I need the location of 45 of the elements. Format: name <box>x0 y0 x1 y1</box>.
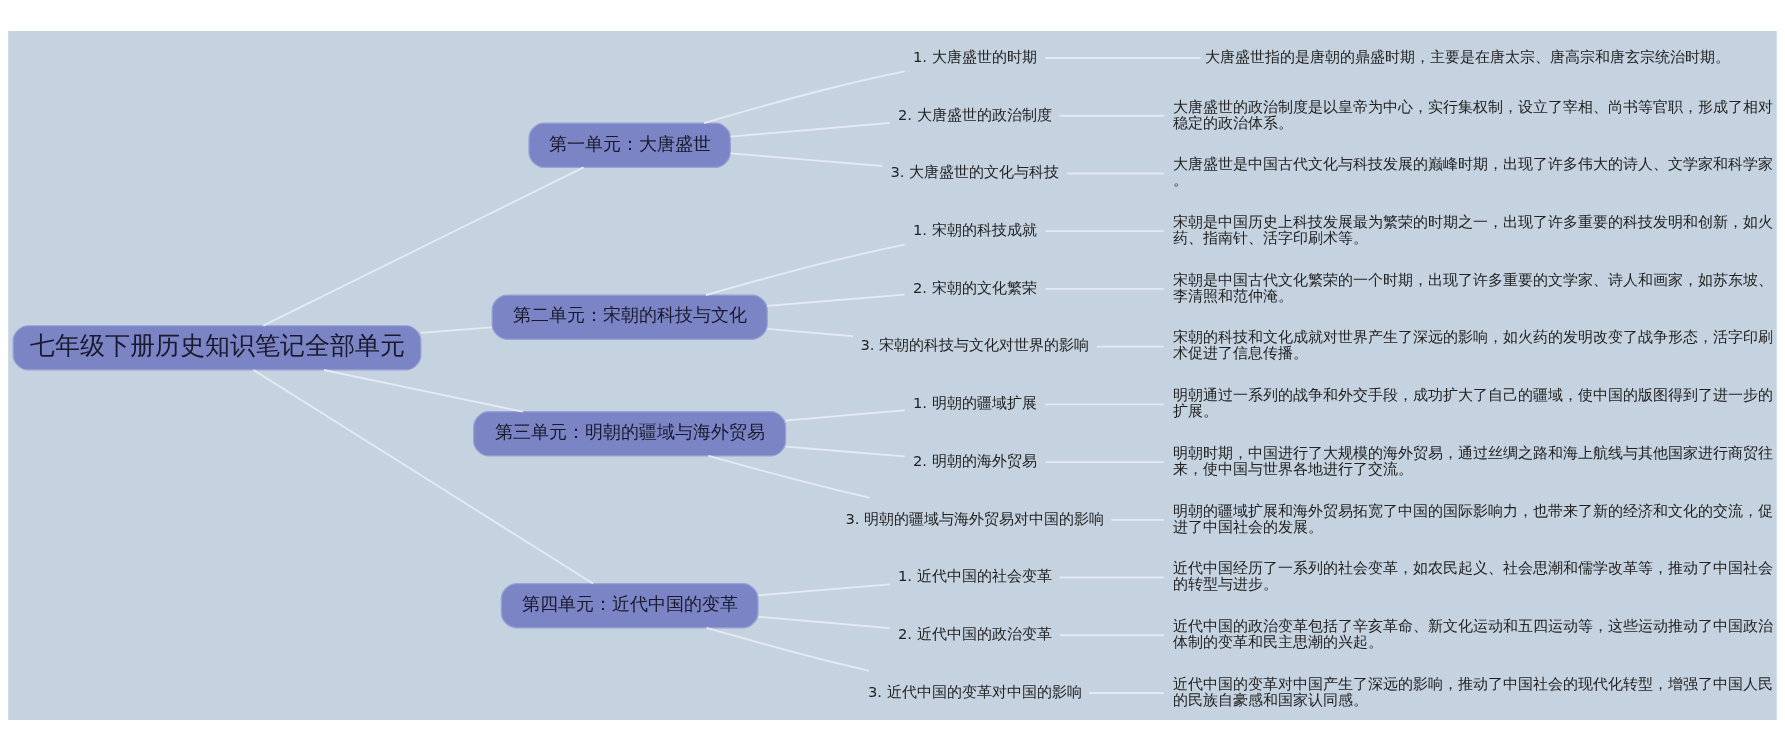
node-text: 明朝的疆域扩展和海外贸易拓宽了中国的国际影响力，也带来了新的经济和文化的交流，促进了中国社会的发展。 <box>1172 501 1773 535</box>
connector <box>757 615 891 629</box>
node-box: 第一单元：大唐盛世 <box>528 122 731 168</box>
connector <box>705 626 870 672</box>
node-text: 近代中国的变革对中国产生了深远的影响，推动了中国社会的现代化转型，增强了中国人民的民族自豪感和国家认同感。 <box>1172 674 1773 708</box>
node-text: 2. 宋朝的文化繁荣 <box>912 278 1037 296</box>
connector <box>705 243 906 296</box>
node-text: 大唐盛世是中国古代文化与科技发展的巅峰时期，出现了许多伟大的诗人、文学家和科学家。 <box>1172 154 1773 188</box>
connector <box>766 293 906 307</box>
connector <box>784 408 906 421</box>
connector <box>729 152 884 167</box>
node-text: 2. 大唐盛世的政治制度 <box>897 105 1052 123</box>
node-text: 1. 大唐盛世的时期 <box>912 47 1037 65</box>
node-text: 3. 明朝的疆域与海外贸易对中国的影响 <box>845 509 1105 527</box>
node-box: 第二单元：宋朝的科技与文化 <box>491 293 768 340</box>
connector <box>707 454 871 499</box>
connector <box>784 445 906 457</box>
connector <box>322 368 524 413</box>
connector <box>766 327 855 337</box>
node-text: 3. 宋朝的科技与文化对世界的影响 <box>860 335 1090 353</box>
node-text: 宋朝的科技和文化成就对世界产生了深远的影响，如火药的发明改变了战争形态，活字印刷术促进了信息传播。 <box>1172 327 1773 361</box>
node-text: 1. 宋朝的科技成就 <box>912 220 1037 238</box>
connector <box>757 583 891 596</box>
node-text: 宋朝是中国历史上科技发展最为繁荣的时期之一，出现了许多重要的科技发明和创新，如火药、指南针、活字印刷术等。 <box>1172 212 1773 246</box>
connector <box>703 70 906 124</box>
connector <box>262 165 585 327</box>
node-text: 1. 近代中国的社会变革 <box>897 566 1052 584</box>
connector <box>420 325 493 334</box>
node-box: 第三单元：明朝的疆域与海外贸易 <box>473 410 787 457</box>
node-text: 2. 近代中国的政治变革 <box>897 624 1052 642</box>
node-text: 明朝时期，中国进行了大规模的海外贸易，通过丝绸之路和海上航线与其他国家进行商贸往来，使中国与世界各地进行了交流。 <box>1172 443 1773 477</box>
node-box: 七年级下册历史知识笔记全部单元 <box>12 324 422 371</box>
connector <box>252 368 594 584</box>
node-text: 3. 大唐盛世的文化与科技 <box>890 162 1060 180</box>
node-text: 宋朝是中国古代文化繁荣的一个时期，出现了许多重要的文学家、诗人和画家，如苏东坡、李清照和范仲淹。 <box>1172 270 1773 304</box>
node-text: 近代中国的政治变革包括了辛亥革命、新文化运动和五四运动等，这些运动推动了中国政治体制的变革和民主思潮的兴起。 <box>1172 616 1773 650</box>
node-box: 第四单元：近代中国的变革 <box>500 582 759 628</box>
node-text: 大唐盛世的政治制度是以皇帝为中心，实行集权制，设立了宰相、尚书等官职，形成了相对稳定的政治体系。 <box>1172 97 1773 131</box>
connector <box>729 121 891 138</box>
node-text: 明朝通过一系列的战争和外交手段，成功扩大了自己的疆域，使中国的版图得到了进一步的扩展。 <box>1172 385 1773 419</box>
node-text: 2. 明朝的海外贸易 <box>912 451 1037 469</box>
node-text: 1. 明朝的疆域扩展 <box>912 393 1037 411</box>
node-text: 大唐盛世指的是唐朝的鼎盛时期，主要是在唐太宗、唐高宗和唐玄宗统治时期。 <box>1205 47 1731 65</box>
node-text: 3. 近代中国的变革对中国的影响 <box>867 682 1082 700</box>
node-text: 近代中国经历了一系列的社会变革，如农民起义、社会思潮和儒学改革等，推动了中国社会的转型与进步。 <box>1172 558 1773 592</box>
